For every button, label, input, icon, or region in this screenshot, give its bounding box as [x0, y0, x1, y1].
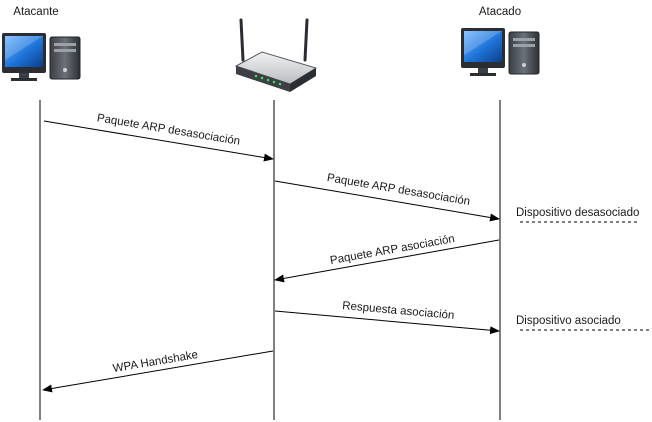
message-arrow: Paquete ARP asociación	[274, 233, 500, 283]
state-note: Dispositivo asociado	[516, 315, 650, 331]
message-label: Paquete ARP desasociación	[96, 112, 241, 148]
message-arrow: WPA Handshake	[42, 349, 274, 393]
victim-label: Atacado	[479, 6, 521, 18]
message-arrow: Paquete ARP desasociación	[274, 172, 500, 222]
state-note: Dispositivo desasociado	[516, 207, 639, 223]
attacker-label: Atacante	[13, 6, 58, 18]
message-arrow: Paquete ARP desasociación	[43, 112, 274, 162]
message-label: Paquete ARP asociación	[329, 233, 456, 267]
message-label: Paquete ARP desasociación	[326, 172, 471, 208]
router-icon	[234, 18, 318, 92]
attacker-computer-icon	[2, 33, 81, 81]
note-label: Dispositivo desasociado	[516, 207, 639, 219]
victim-computer-icon	[461, 28, 540, 76]
note-label: Dispositivo asociado	[516, 315, 621, 327]
message-arrow: Respuesta asociación	[274, 300, 500, 335]
